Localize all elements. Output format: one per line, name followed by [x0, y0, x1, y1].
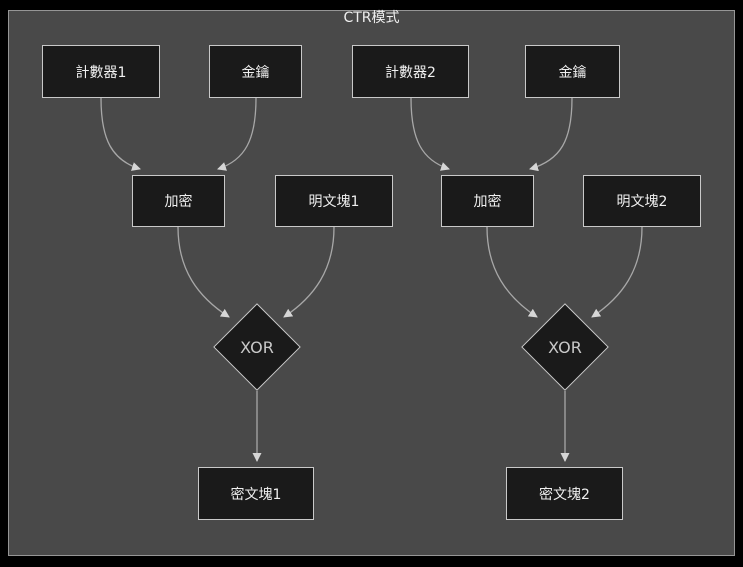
- node-counter2: 計數器2: [352, 45, 469, 98]
- node-key1: 金鑰: [209, 45, 302, 98]
- node-ciphertext2: 密文塊2: [506, 467, 623, 520]
- node-plaintext2: 明文塊2: [583, 175, 701, 227]
- xor1-label: XOR: [240, 337, 274, 357]
- node-encrypt1: 加密: [132, 175, 225, 227]
- node-counter1: 計數器1: [42, 45, 160, 98]
- xor2-label: XOR: [548, 337, 582, 357]
- node-encrypt2: 加密: [441, 175, 534, 227]
- node-plaintext1: 明文塊1: [275, 175, 393, 227]
- diagram-title: CTR模式: [343, 10, 400, 26]
- node-key2: 金鑰: [525, 45, 620, 98]
- node-ciphertext1: 密文塊1: [198, 467, 314, 520]
